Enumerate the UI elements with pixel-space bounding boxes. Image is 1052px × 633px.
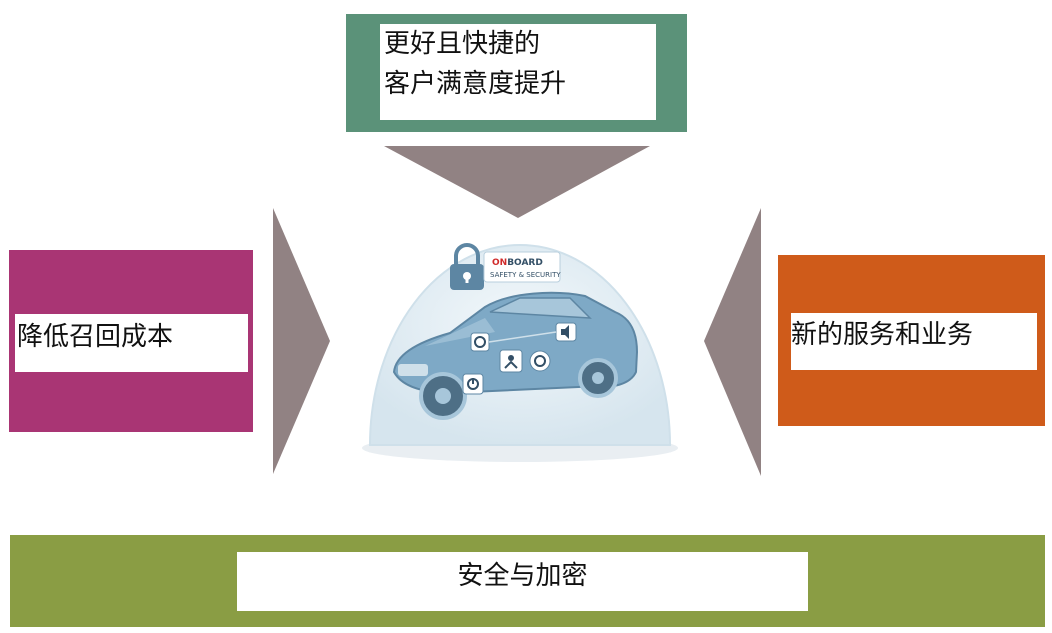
- badge-line2: SAFETY & SECURITY: [490, 271, 561, 279]
- lock-icon: [450, 243, 484, 290]
- sensor-link-line: [488, 331, 557, 343]
- top-benefit-line1: 更好且快捷的: [384, 29, 541, 59]
- gear-icon: [529, 350, 551, 372]
- badge-line1: ONBOARD: [492, 258, 543, 268]
- right-benefit-label: 新的服务和业务: [791, 313, 1037, 370]
- arrow-down-top: [384, 146, 650, 218]
- left-benefit-label: 降低召回成本: [15, 314, 248, 372]
- badge-board-text: BOARD: [507, 258, 543, 268]
- arrow-right-left: [273, 208, 330, 474]
- top-benefit-line2: 客户满意度提升: [384, 69, 567, 99]
- arrow-left-right: [704, 208, 761, 476]
- badge-on-text: ON: [492, 258, 507, 268]
- car-illustration: [392, 291, 639, 420]
- bottom-foundation-label: 安全与加密: [237, 552, 808, 611]
- speaker-icon: [555, 322, 577, 342]
- steering-wheel-icon: [470, 332, 490, 352]
- onboard-badge: ONBOARD SAFETY & SECURITY: [483, 251, 561, 283]
- top-benefit-label: 更好且快捷的 客户满意度提升: [380, 24, 656, 120]
- airbag-icon: [499, 349, 523, 373]
- power-icon: [462, 373, 484, 395]
